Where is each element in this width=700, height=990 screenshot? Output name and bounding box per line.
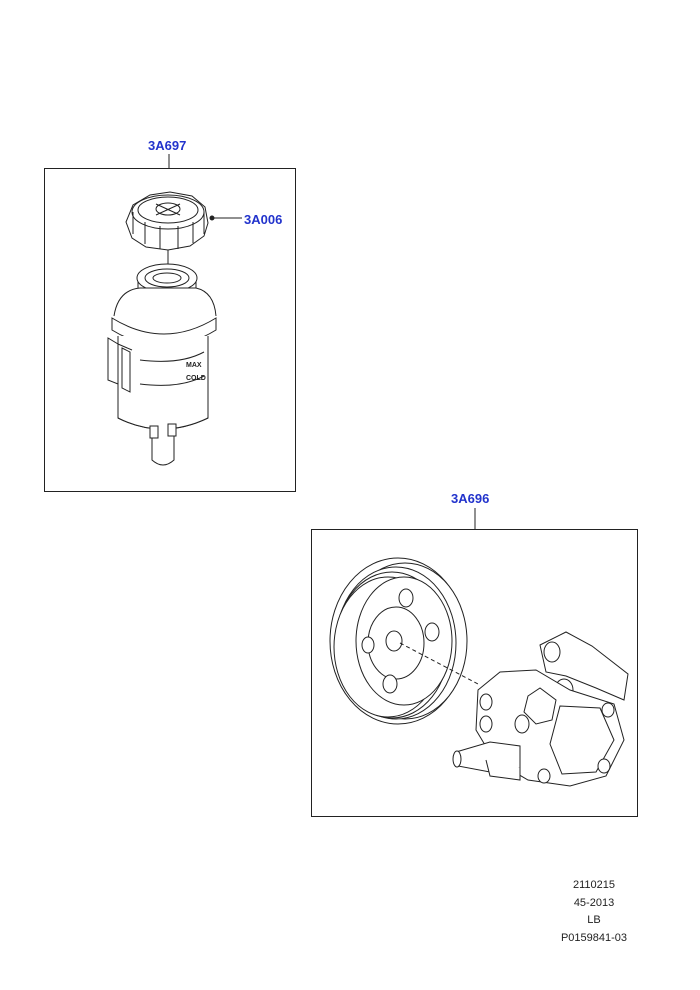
reference-line-3: LB [587, 914, 601, 926]
pump-frame [311, 529, 638, 817]
reservoir-cap [125, 191, 209, 251]
reference-line-1: 2110215 [572, 879, 615, 891]
reference-line-4: P0159841-03 [560, 931, 628, 944]
leader-dot-3a006 [209, 215, 215, 221]
callout-3a697[interactable]: 3A697 [148, 138, 187, 153]
reservoir-cold-marking: COLD [186, 375, 206, 382]
pump-pulley [329, 557, 468, 725]
drawing-reference-block: 2110215 45-2013 LB P0159841-03 [514, 877, 634, 947]
reservoir-max-marking: MAX [186, 362, 202, 369]
reservoir-body [107, 263, 217, 466]
reference-line-2: 45-2013 [573, 896, 615, 909]
callout-3a006[interactable]: 3A006 [244, 212, 283, 227]
callout-3a696[interactable]: 3A696 [451, 491, 490, 506]
reservoir-frame [44, 168, 296, 492]
pump-body [452, 631, 629, 787]
